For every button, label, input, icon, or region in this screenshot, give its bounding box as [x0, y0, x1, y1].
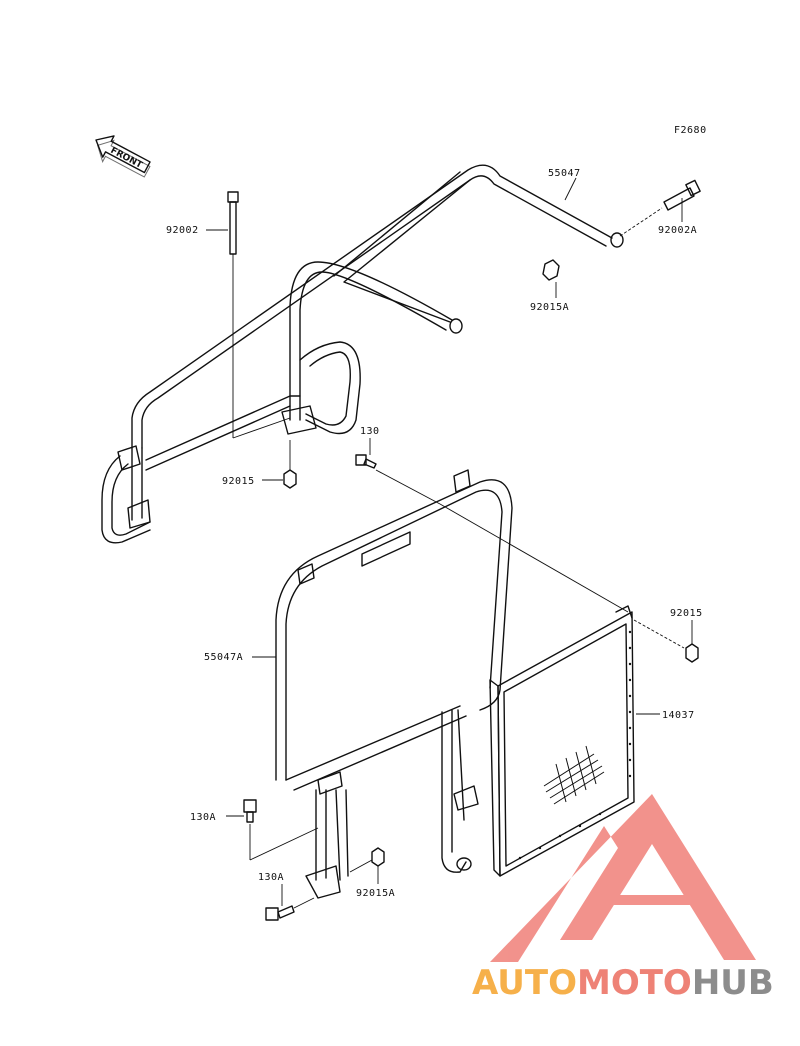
label-130A-lower[interactable]: 130A	[258, 872, 284, 883]
automotohub-logo-icon	[490, 794, 756, 962]
front-arrow-icon: FRONT	[95, 135, 151, 178]
watermark-text: AUTOMOTOHUB	[472, 963, 774, 1003]
nut-92015A-bottom[interactable]: 92015A	[349, 847, 395, 899]
nut-92015-right[interactable]: 92015	[633, 608, 703, 663]
label-92015-right[interactable]: 92015	[670, 608, 703, 619]
label-92002[interactable]: 92002	[166, 225, 199, 236]
label-14037[interactable]: 14037	[662, 710, 695, 721]
bolt-130A-upper[interactable]: 130A	[190, 799, 319, 861]
bolt-130[interactable]: 130	[355, 426, 441, 505]
label-92015A-top[interactable]: 92015A	[530, 302, 569, 313]
label-92002A[interactable]: 92002A	[658, 225, 697, 236]
lower-frame-55047A[interactable]	[275, 469, 513, 899]
label-130[interactable]: 130	[360, 426, 380, 437]
label-55047A[interactable]: 55047A	[204, 652, 243, 663]
diagram-code: F2680	[674, 125, 707, 136]
leader-55047: 55047	[548, 168, 581, 201]
bolt-92002A[interactable]: 92002A	[619, 179, 701, 237]
label-130A-upper[interactable]: 130A	[190, 812, 216, 823]
watermark: AUTOMOTOHUB	[472, 794, 774, 1003]
leader-14037: 14037	[636, 710, 695, 721]
leader-55047A: 55047A	[204, 652, 276, 663]
nut-92015A-top[interactable]: 92015A	[530, 259, 569, 313]
bolt-130A-lower[interactable]: 130A	[258, 872, 315, 921]
label-55047[interactable]: 55047	[548, 168, 581, 179]
upper-frame-55047[interactable]	[101, 164, 624, 544]
label-92015-left[interactable]: 92015	[222, 476, 255, 487]
mesh-icon	[543, 745, 605, 805]
nut-92015-left[interactable]: 92015	[222, 440, 297, 489]
leader-130-panel	[439, 503, 629, 613]
bolt-92002[interactable]: 92002	[166, 191, 291, 439]
label-92015A-bottom[interactable]: 92015A	[356, 888, 395, 899]
panel-14037[interactable]	[489, 605, 635, 877]
